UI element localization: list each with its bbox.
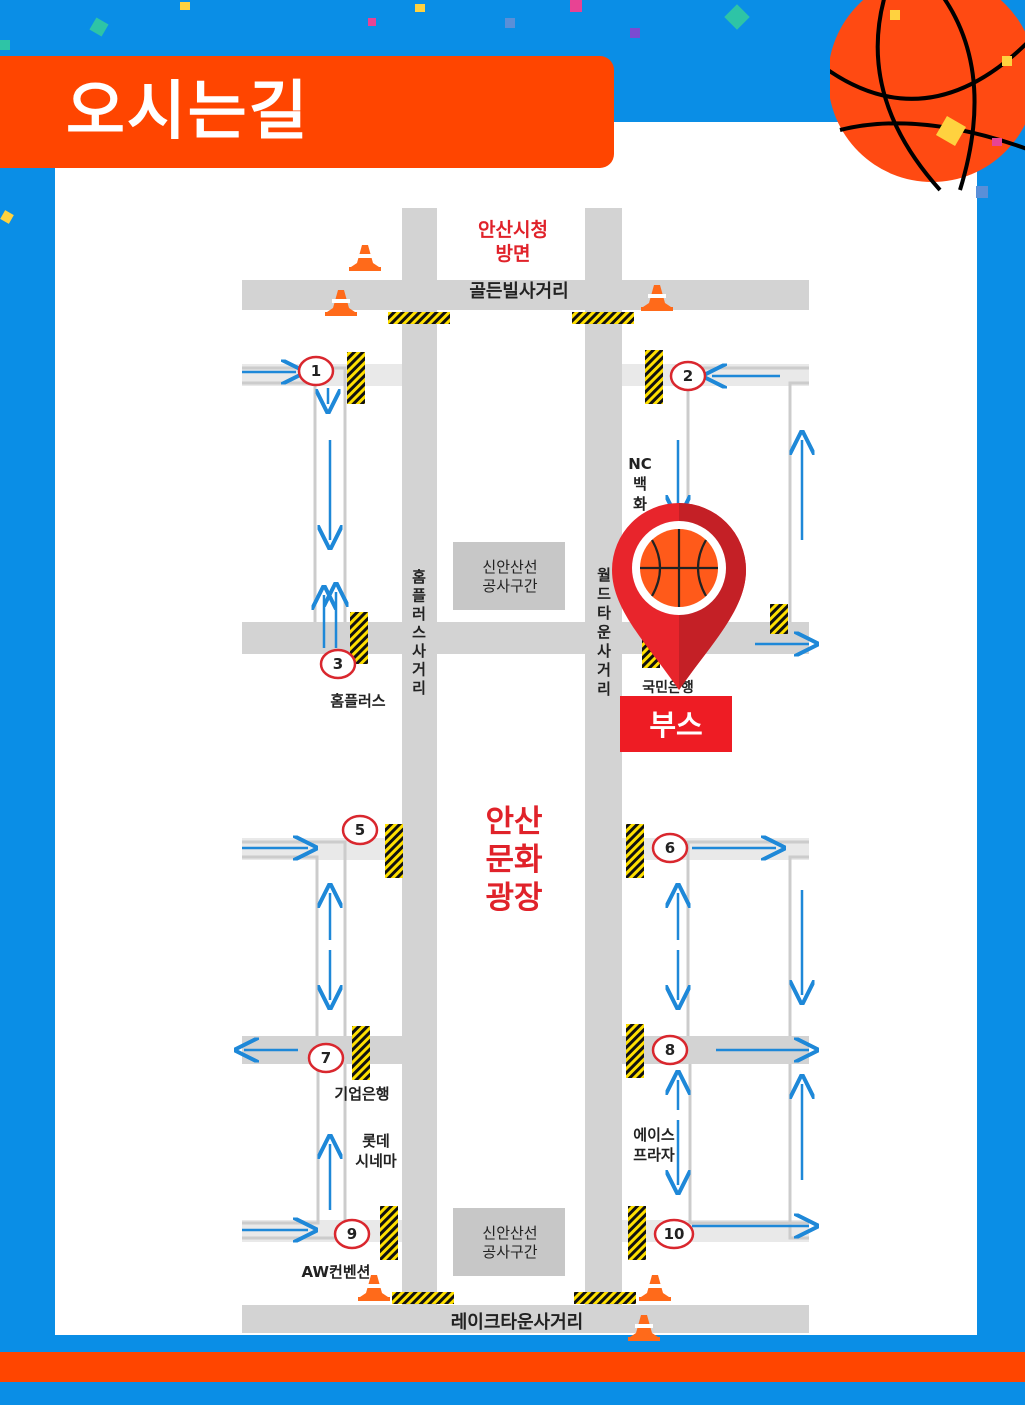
bottom-intersection-label: 레이크타운사거리 (451, 1312, 583, 1333)
construction-zone-bottom (453, 1208, 565, 1276)
left-main-road (402, 208, 437, 1333)
landmark-kookmin-bank: 국민은행 (642, 679, 694, 696)
booth-label: 부스 (649, 708, 702, 742)
gate-label: 7 (321, 1049, 331, 1067)
page-title: 오시는길 (66, 75, 310, 149)
top-intersection-label: 골든빌사거리 (469, 281, 568, 302)
bottom-orange-stripe (0, 1352, 1025, 1382)
bottom-blue-stripe (0, 1382, 1025, 1405)
gate-markers (297, 355, 707, 1250)
construction-zone-top (453, 542, 565, 610)
gate-label: 10 (664, 1225, 685, 1243)
booth-badge (620, 696, 732, 752)
traffic-arrows (242, 372, 809, 1230)
side-lanes (242, 366, 809, 1240)
gate-label: 1 (311, 362, 321, 380)
landmark-homeplus: 홈플러스 (330, 692, 385, 710)
right-main-road (585, 208, 622, 1333)
gate-label: 6 (665, 839, 675, 857)
bottom-cross-road (242, 1305, 809, 1333)
gate-label: 3 (333, 655, 343, 673)
gate-label: 9 (347, 1225, 357, 1243)
gate-label: 8 (665, 1041, 675, 1059)
landmark-aw-convention: AW컨벤션 (302, 1263, 371, 1281)
basketball-location-pin-icon (612, 503, 746, 690)
title-banner (0, 56, 614, 168)
landmark-ibk-bank: 기업은행 (334, 1085, 389, 1103)
map-panel (55, 122, 977, 1335)
gate-label: 5 (355, 821, 365, 839)
gate-label: 2 (683, 367, 693, 385)
crosswalks (347, 312, 788, 1304)
